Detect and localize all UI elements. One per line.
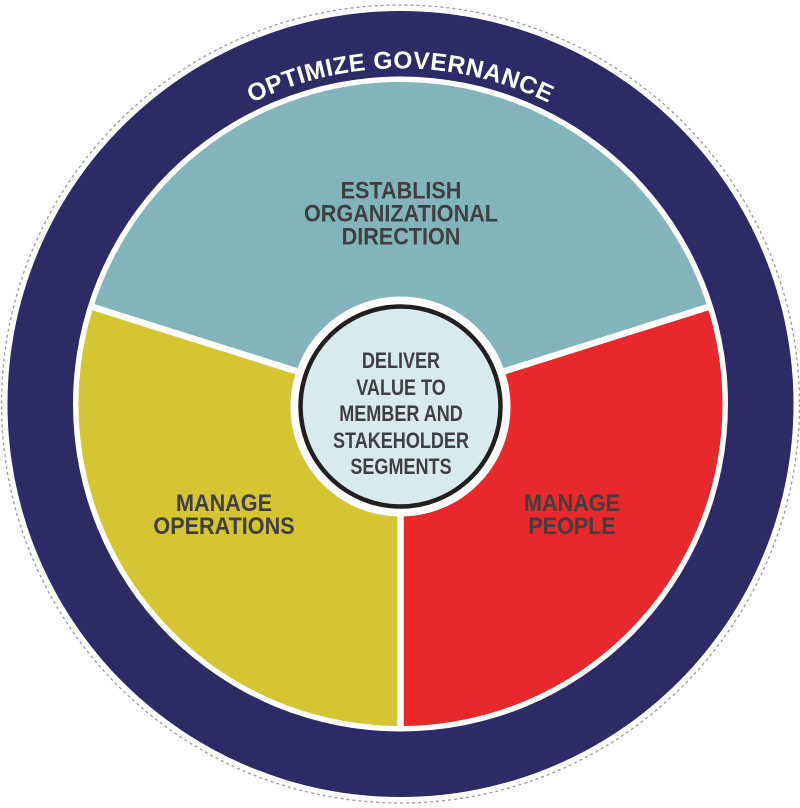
center-circle xyxy=(298,304,503,509)
segment-establish-organizational-direction xyxy=(93,82,708,405)
